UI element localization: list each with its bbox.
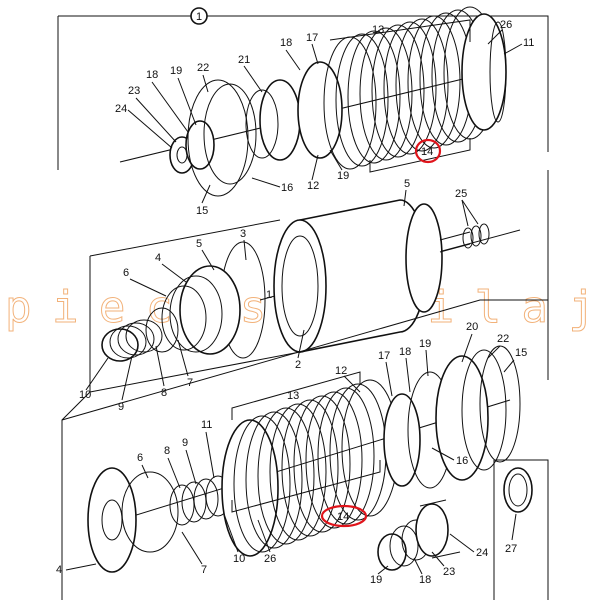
frame-left-mid [61,256,91,600]
label-3: 3 [240,228,246,240]
label-14: 14 [421,146,433,158]
label-2: 2 [295,359,301,371]
label-15: 15 [196,205,208,217]
label-19-lower: 19 [419,338,431,350]
label-27: 27 [505,543,517,555]
label-10: 10 [79,389,91,401]
label-13: 13 [372,24,384,36]
label-5: 5 [404,178,410,190]
highlight-ring-14-upper [414,138,442,164]
label-8-lower: 8 [164,445,170,457]
label-18: 18 [280,37,292,49]
section-number-circle [190,7,208,25]
label-16: 16 [281,182,293,194]
highlight-ring-14-lower [320,504,368,528]
label-17: 17 [306,32,318,44]
label-21: 21 [238,54,250,66]
label-24: 24 [115,103,127,115]
label-16-lower: 16 [456,455,468,467]
label-18b: 18 [146,69,158,81]
label-10-lower: 10 [233,553,245,565]
label-9: 9 [118,401,124,413]
label-6: 6 [123,267,129,279]
label-20: 20 [466,321,478,333]
label-26: 26 [500,19,512,31]
lower-assembly: 13 12 17 18 19 20 22 15 16 11 9 8 6 14 1… [56,299,549,600]
label-11-lower: 11 [201,419,212,431]
label-25: 25 [455,188,467,200]
middle-assembly: 5 25 3 5 4 6 1 10 9 8 7 2 [79,178,521,413]
label-22-lower: 22 [497,333,509,345]
label-9-lower: 9 [182,437,188,449]
label-13-lower: 13 [287,390,299,402]
label-19-lower-small: 19 [370,574,382,586]
label-6-lower: 6 [137,452,143,464]
label-19b: 19 [170,65,182,77]
label-26-lower: 26 [264,553,276,565]
upper-assembly: 26 11 13 17 18 21 14 19 12 16 15 22 18 1… [115,6,534,217]
label-4: 4 [155,252,161,264]
section-number: 1 [196,11,202,23]
label-14-lower: 14 [337,511,349,523]
label-7-lower: 7 [201,564,207,576]
label-19: 19 [337,170,349,182]
label-1: 1 [266,289,272,301]
label-11: 11 [523,37,534,49]
label-18-lower: 18 [399,346,411,358]
label-8: 8 [161,387,167,399]
label-12: 12 [307,180,319,192]
label-22: 22 [197,62,209,74]
label-15-lower: 15 [515,347,527,359]
label-5b: 5 [196,238,202,250]
inset-box [494,459,549,600]
label-24-lower: 24 [476,547,488,559]
label-4-lower: 4 [56,564,62,576]
label-23: 23 [128,85,140,97]
label-18-lower-small: 18 [419,574,431,586]
label-12-lower: 12 [335,365,347,377]
label-23-lower: 23 [443,566,455,578]
label-17-lower: 17 [378,350,390,362]
outer-frame [58,15,549,152]
